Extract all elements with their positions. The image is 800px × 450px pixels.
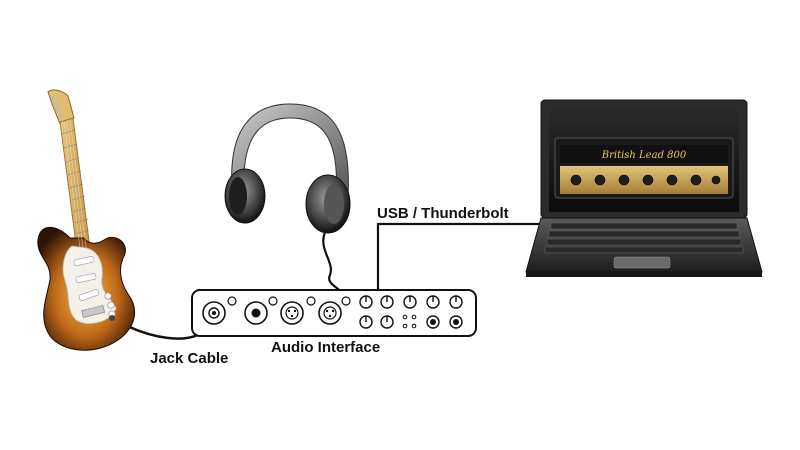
usb-thunderbolt-cable-line	[376, 222, 542, 290]
laptop-touchpad	[613, 256, 671, 269]
gain-knobs-top-row	[359, 295, 463, 309]
audio-interface-device	[191, 289, 477, 337]
usb-thunderbolt-label: USB / Thunderbolt	[377, 205, 509, 222]
jack-cable-label: Jack Cable	[150, 350, 228, 367]
headphone-cable-line	[322, 231, 344, 297]
headphones-illustration	[224, 103, 351, 234]
gain-knobs-bottom-row	[359, 315, 394, 329]
amp-plugin-window: British Lead 800	[554, 137, 734, 199]
laptop-keyboard	[544, 222, 744, 254]
amp-name-text: British Lead 800	[601, 150, 687, 161]
amp-knobs	[570, 174, 721, 186]
electric-guitar-illustration	[37, 89, 136, 351]
laptop-illustration: British Lead 800	[525, 99, 763, 277]
audio-interface-label: Audio Interface	[271, 339, 380, 356]
guitar-output-jack	[109, 315, 115, 321]
status-leds	[402, 314, 417, 329]
